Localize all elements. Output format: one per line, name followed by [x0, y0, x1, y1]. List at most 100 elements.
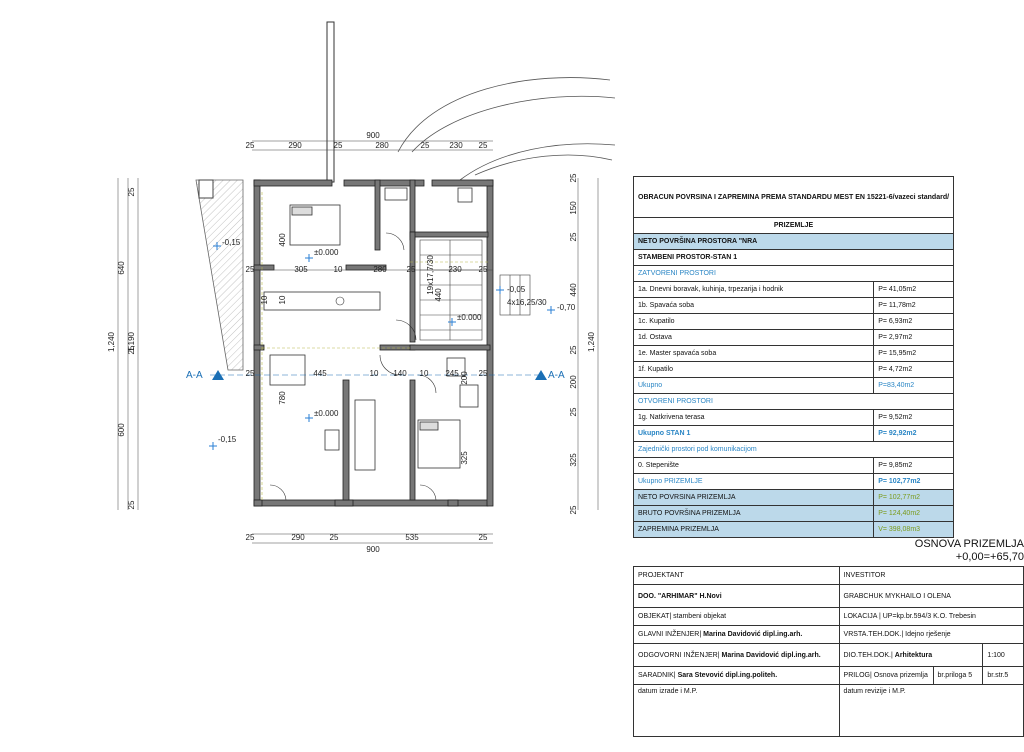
level-markers: [209, 242, 555, 450]
closed-spaces-label: ZATVORENI PROSTORI: [632, 265, 955, 282]
floor-plan: A-A A-A 900 25 290 25 280 25 230 25 25 3…: [107, 21, 616, 554]
dim-top: 25: [246, 141, 255, 150]
scale-field: 1:100: [982, 643, 1024, 667]
dim-bottom-total: 900: [366, 545, 380, 554]
dim-left: 640: [117, 261, 126, 275]
drawing-title: OSNOVA PRIZEMLJA +0,00=+65,70: [900, 538, 1024, 564]
dim-top: 230: [449, 141, 463, 150]
dim-bottom: 535: [405, 533, 419, 542]
chimney: [326, 21, 335, 183]
drawing-title-level: +0,00=+65,70: [955, 551, 1024, 563]
dim-left: 1,190: [127, 331, 136, 352]
dim-mid: 230: [448, 265, 462, 274]
terrace-hatch: [195, 179, 244, 371]
guide-lines: [261, 192, 490, 500]
dim-inner: 325: [460, 451, 469, 465]
title-block: PROJEKTANT INVESTITOR DOO. "ARHIMAR" H.N…: [633, 566, 1024, 737]
dim-mid: 280: [373, 265, 387, 274]
dimension-lines: [117, 140, 599, 544]
investitor-value: GRABCHUK MYKHAILO I OLENA: [838, 584, 1024, 608]
dim-left: 25: [127, 345, 136, 354]
level-text: ±0.000: [314, 409, 339, 418]
page-number: br.str.5: [982, 666, 1024, 685]
construction-arcs: [397, 77, 616, 181]
glavni-inzenjer-field: GLAVNI INŽENJER| Marina Davidović dipl.i…: [633, 625, 840, 644]
dim-right: 25: [569, 232, 578, 241]
dim-left: 600: [117, 423, 126, 437]
dim-bottom: 290: [291, 533, 305, 542]
area-table-title: OBRACUN POVRSINA I ZAPREMINA PREMA STAND…: [632, 176, 955, 218]
dim-inner: 10: [278, 295, 287, 304]
dim-bottom: 25: [330, 533, 339, 542]
dim-right: 25: [569, 407, 578, 416]
prilog-field: PRILOG| Osnova prizemlja: [838, 666, 934, 685]
dim-right: 325: [569, 453, 578, 467]
dim-right: 25: [569, 505, 578, 514]
dim-row3: 140: [393, 369, 407, 378]
dim-inner: 4x16,25/30: [507, 298, 547, 307]
dim-mid: 305: [294, 265, 308, 274]
kitchen-counter: [263, 291, 381, 311]
dim-row3: 445: [313, 369, 327, 378]
dim-mid: 25: [407, 265, 416, 274]
dim-row3: 25: [479, 369, 488, 378]
dim-row3: 245: [445, 369, 459, 378]
level-text: -0,15: [218, 435, 237, 444]
level-text: ±0.000: [457, 313, 482, 322]
dim-top: 290: [288, 141, 302, 150]
dim-inner: 19x17,7/30: [426, 255, 435, 295]
section-line-a-a: A-A A-A: [186, 370, 565, 381]
section-label-left: A-A: [186, 370, 203, 381]
drawing-title-name: OSNOVA PRIZEMLJA: [914, 538, 1024, 550]
dim-row3: 10: [420, 369, 429, 378]
odgovorni-inzenjer-field: ODGOVORNI INŽENJER| Marina Davidović dip…: [633, 643, 840, 667]
investitor-label: INVESTITOR: [838, 566, 1024, 585]
dim-left: 25: [127, 500, 136, 509]
dim-top: 25: [334, 141, 343, 150]
dim-right: 200: [569, 375, 578, 389]
dim-inner: 780: [278, 391, 287, 405]
section-label-right: A-A: [548, 370, 565, 381]
dim-top: 25: [479, 141, 488, 150]
dim-right: 440: [569, 283, 578, 297]
datum-izrade: datum izrade i M.P.: [633, 684, 840, 737]
projektant-value: DOO. "ARHIMAR" H.Novi: [633, 584, 840, 608]
furniture: [269, 187, 479, 471]
dim-top: 25: [421, 141, 430, 150]
dim-row3: 25: [246, 369, 255, 378]
dim-right-total: 1,240: [587, 331, 596, 352]
area-calculation-table: OBRACUN POVRSINA I ZAPREMINA PREMA STAND…: [632, 176, 955, 538]
dim-inner: 440: [434, 288, 443, 302]
beds: [289, 204, 461, 469]
walls: [253, 179, 494, 507]
dim-mid: 25: [246, 265, 255, 274]
dim-bottom: 25: [246, 533, 255, 542]
dim-top: 280: [375, 141, 389, 150]
dim-inner: 10: [260, 295, 269, 304]
prilog-number: br.priloga 5: [932, 666, 984, 685]
level-text: -0,70: [557, 303, 576, 312]
level-text: -0,15: [222, 238, 241, 247]
dim-top-total: 900: [366, 131, 380, 140]
common-spaces-label: Zajednički prostori pod komunikacijom: [632, 441, 955, 458]
objekat-field: OBJEKAT| stambeni objekat: [633, 607, 840, 626]
net-area-header: NETO POVRŠINA PROSTORA "NRA: [632, 233, 955, 250]
dio-field: DIO.TEH.DOK.| Arhitektura: [838, 643, 984, 667]
projektant-label: PROJEKTANT: [633, 566, 840, 585]
dim-row3: 10: [370, 369, 379, 378]
dim-mid: 25: [479, 265, 488, 274]
unit-label: STAMBENI PROSTOR-STAN 1: [632, 249, 955, 266]
level-text: ±0.000: [314, 248, 339, 257]
